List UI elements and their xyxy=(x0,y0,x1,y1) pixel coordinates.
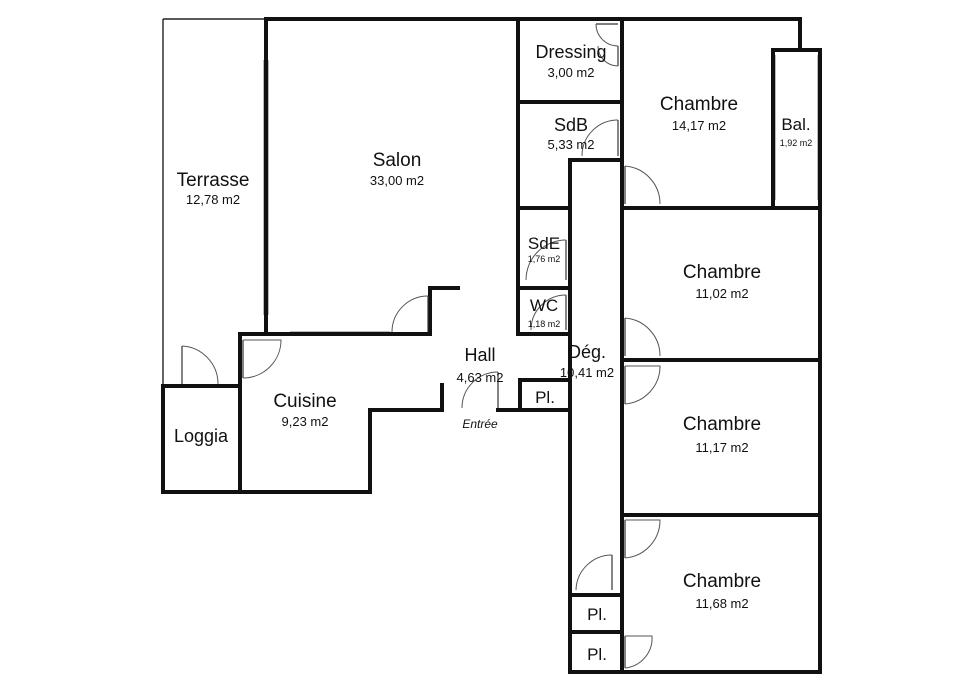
door-dressing[interactable] xyxy=(595,23,619,67)
room-area-hall: 4,63 m2 xyxy=(457,370,504,385)
room-area-terrasse: 12,78 m2 xyxy=(186,192,240,207)
door-wc[interactable] xyxy=(530,294,567,331)
door-sdb[interactable] xyxy=(581,119,619,157)
room-name-hall: Hall xyxy=(464,345,495,365)
room-area-dressing: 3,00 m2 xyxy=(548,65,595,80)
room-area-wc: 1,18 m2 xyxy=(528,319,561,329)
entrance-label: Entrée xyxy=(462,417,498,431)
room-area-sde: 1,76 m2 xyxy=(528,254,561,264)
room-area-balcon: 1,92 m2 xyxy=(780,138,813,148)
windows xyxy=(239,55,820,660)
door-chambre-4[interactable] xyxy=(624,519,661,559)
room-name-dressing: Dressing xyxy=(535,42,606,62)
room-name-placard-2: Pl. xyxy=(587,605,607,624)
door-sde[interactable] xyxy=(525,239,567,281)
room-area-chambre-4: 11,68 m2 xyxy=(695,596,748,611)
door-cuisine[interactable] xyxy=(242,339,282,379)
room-area-salon: 33,00 m2 xyxy=(370,173,424,188)
door-chambre-3[interactable] xyxy=(624,365,661,405)
room-name-degagement: Dég. xyxy=(568,342,606,362)
door-placard-3[interactable] xyxy=(624,635,653,669)
walls xyxy=(161,17,822,674)
room-name-sde: SdE xyxy=(528,234,560,253)
terrace-outline xyxy=(162,18,266,386)
room-area-chambre-2: 11,02 m2 xyxy=(695,286,748,301)
room-name-sdb: SdB xyxy=(554,115,588,135)
room-name-balcon: Bal. xyxy=(781,115,810,134)
door-chambre-2[interactable] xyxy=(624,317,661,357)
room-name-chambre-1: Chambre xyxy=(660,94,738,115)
room-name-placard-3: Pl. xyxy=(587,645,607,664)
room-name-wc: WC xyxy=(530,296,558,315)
room-area-chambre-1: 14,17 m2 xyxy=(672,118,726,133)
room-area-sdb: 5,33 m2 xyxy=(548,137,595,152)
door-entree[interactable] xyxy=(461,371,499,409)
door-terrasse[interactable] xyxy=(181,345,219,385)
room-area-degagement: 10,41 m2 xyxy=(560,365,614,380)
room-name-placard-1: Pl. xyxy=(535,388,555,407)
room-name-terrasse: Terrasse xyxy=(177,170,250,191)
room-name-cuisine: Cuisine xyxy=(273,391,336,412)
room-name-chambre-4: Chambre xyxy=(683,571,761,592)
room-area-chambre-3: 11,17 m2 xyxy=(695,440,748,455)
room-labels: Terrasse 12,78 m2 Salon 33,00 m2 Dressin… xyxy=(174,42,812,664)
room-area-cuisine: 9,23 m2 xyxy=(282,414,329,429)
door-placard-1[interactable] xyxy=(575,554,613,591)
door-salon[interactable] xyxy=(391,295,429,333)
door-chambre-1[interactable] xyxy=(624,165,661,205)
room-name-chambre-3: Chambre xyxy=(683,414,761,435)
room-name-salon: Salon xyxy=(373,150,422,171)
room-name-loggia: Loggia xyxy=(174,426,229,446)
room-name-chambre-2: Chambre xyxy=(683,262,761,283)
doors xyxy=(181,23,661,669)
